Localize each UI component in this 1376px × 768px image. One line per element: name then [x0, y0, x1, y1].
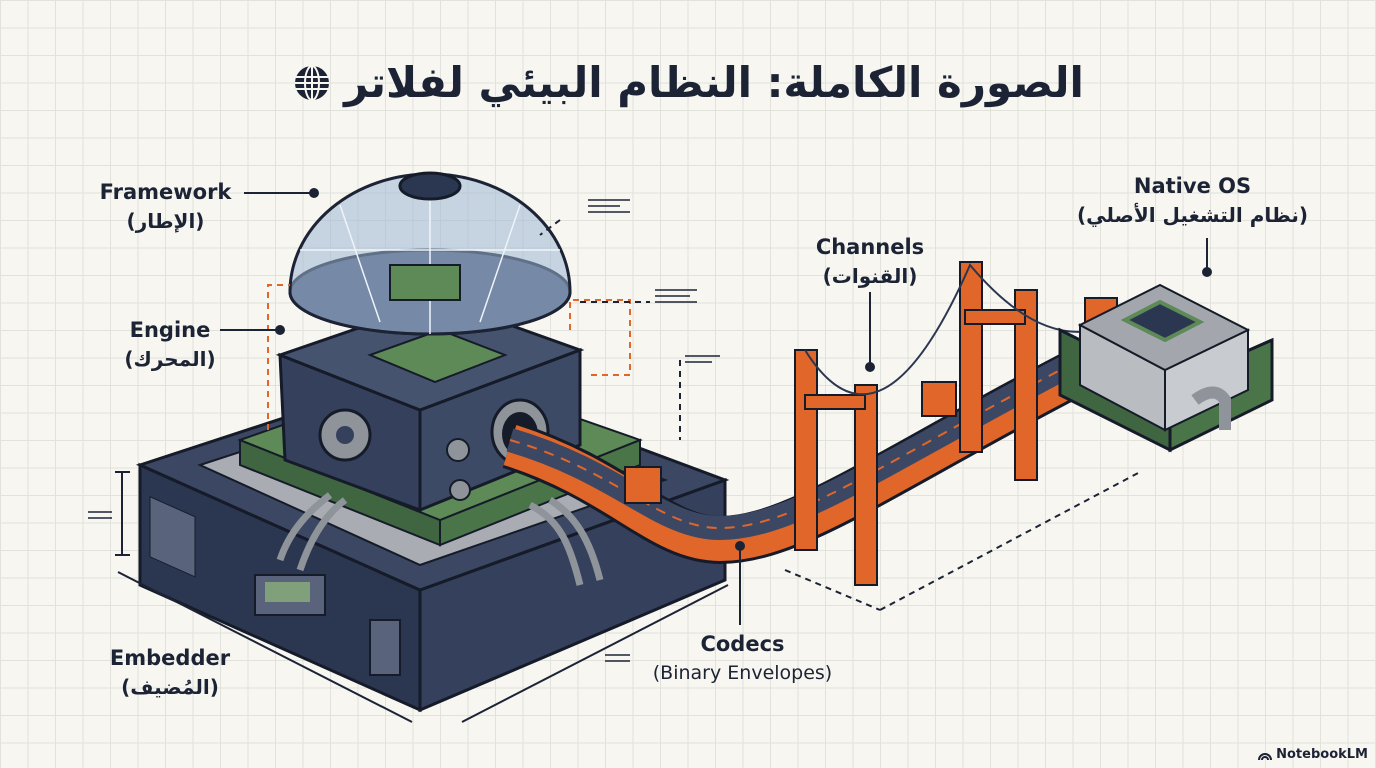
- codecs-label: Codecs (Binary Envelopes): [635, 630, 850, 688]
- engine-label: Engine (المحرك): [110, 316, 230, 374]
- page-title: الصورة الكاملة: النظام البيئي لفلاتر: [0, 58, 1376, 107]
- framework-ar: (الإطار): [126, 209, 205, 233]
- codecs-sub: (Binary Envelopes): [652, 662, 833, 684]
- cables: [276, 492, 604, 586]
- native-os-en: Native OS: [1133, 174, 1252, 198]
- dashed-connectors: [267, 284, 631, 430]
- native-os-label: Native OS (نظام التشغيل الأصلي): [1070, 172, 1315, 230]
- channels-en: Channels: [815, 235, 925, 259]
- channel-bridge: [502, 261, 1141, 586]
- engine-en: Engine: [129, 318, 211, 342]
- framework-label: Framework (الإطار): [88, 178, 243, 236]
- embedder-ar: (المُضيف): [121, 675, 219, 699]
- title-text: الصورة الكاملة: النظام البيئي لفلاتر: [344, 58, 1084, 107]
- embedder-en: Embedder: [109, 646, 231, 670]
- native-os-box: [1058, 283, 1274, 453]
- engine-ar: (المحرك): [124, 347, 216, 371]
- codecs-en: Codecs: [700, 632, 785, 656]
- brand-text: NotebookLM: [1276, 747, 1368, 762]
- notebooklm-logo-icon: [1258, 752, 1273, 760]
- notebooklm-brand: NotebookLM: [1258, 747, 1368, 762]
- leader-lines: [115, 188, 1212, 723]
- channels-ar: (القنوات): [822, 264, 918, 288]
- embedder-label: Embedder (المُضيف): [100, 644, 240, 702]
- channels-label: Channels (القنوات): [795, 233, 945, 291]
- native-os-ar: (نظام التشغيل الأصلي): [1076, 203, 1309, 227]
- globe-icon: [295, 64, 330, 101]
- bridge-towers: [794, 261, 1038, 586]
- framework-dome: [288, 171, 572, 336]
- engine-cube: [275, 298, 585, 513]
- framework-en: Framework: [99, 180, 232, 204]
